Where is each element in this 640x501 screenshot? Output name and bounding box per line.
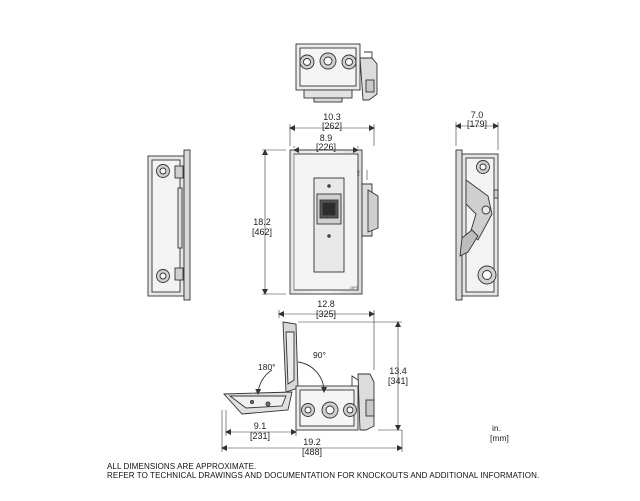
front-view: [289, 149, 379, 295]
dim-width-outer: 10.3: [323, 112, 341, 122]
dim-door-offset-mm: [231]: [250, 431, 270, 441]
dim-depth: 7.0: [471, 110, 484, 120]
dim-width-inner-mm: [226]: [316, 142, 336, 152]
dim-width-inner: 8.9: [320, 133, 333, 143]
dimension-lines: [221, 122, 499, 452]
dim-overall-width-mm: [488]: [302, 447, 322, 457]
dim-open-width-mm: [325]: [316, 309, 336, 319]
on-label: ON: [356, 170, 361, 176]
dim-height-mm: [462]: [252, 227, 272, 237]
dim-width-outer-mm: [262]: [322, 121, 342, 131]
angle-180-label: 180°: [258, 362, 276, 372]
angle-90-label: 90°: [313, 350, 326, 360]
right-side-view: [455, 149, 499, 301]
dim-overall-width: 19.2: [303, 437, 321, 447]
top-view: [295, 43, 378, 103]
units-legend: in. [mm]: [490, 423, 509, 443]
dim-height: 18.2: [253, 217, 271, 227]
dim-open-height: 13.4: [389, 366, 407, 376]
left-side-view: [147, 149, 191, 301]
dim-door-offset: 9.1: [254, 421, 267, 431]
note-approximate: ALL DIMENSIONS ARE APPROXIMATE.: [107, 462, 257, 471]
off-label: OFF: [350, 285, 359, 290]
dim-depth-mm: [179]: [467, 119, 487, 129]
units-secondary: [mm]: [490, 433, 509, 443]
units-primary: in.: [492, 423, 501, 433]
dim-open-width: 12.8: [317, 299, 335, 309]
dim-open-height-mm: [341]: [388, 376, 408, 386]
note-refer: REFER TO TECHNICAL DRAWINGS AND DOCUMENT…: [107, 471, 540, 480]
open-door-view: [223, 321, 375, 431]
